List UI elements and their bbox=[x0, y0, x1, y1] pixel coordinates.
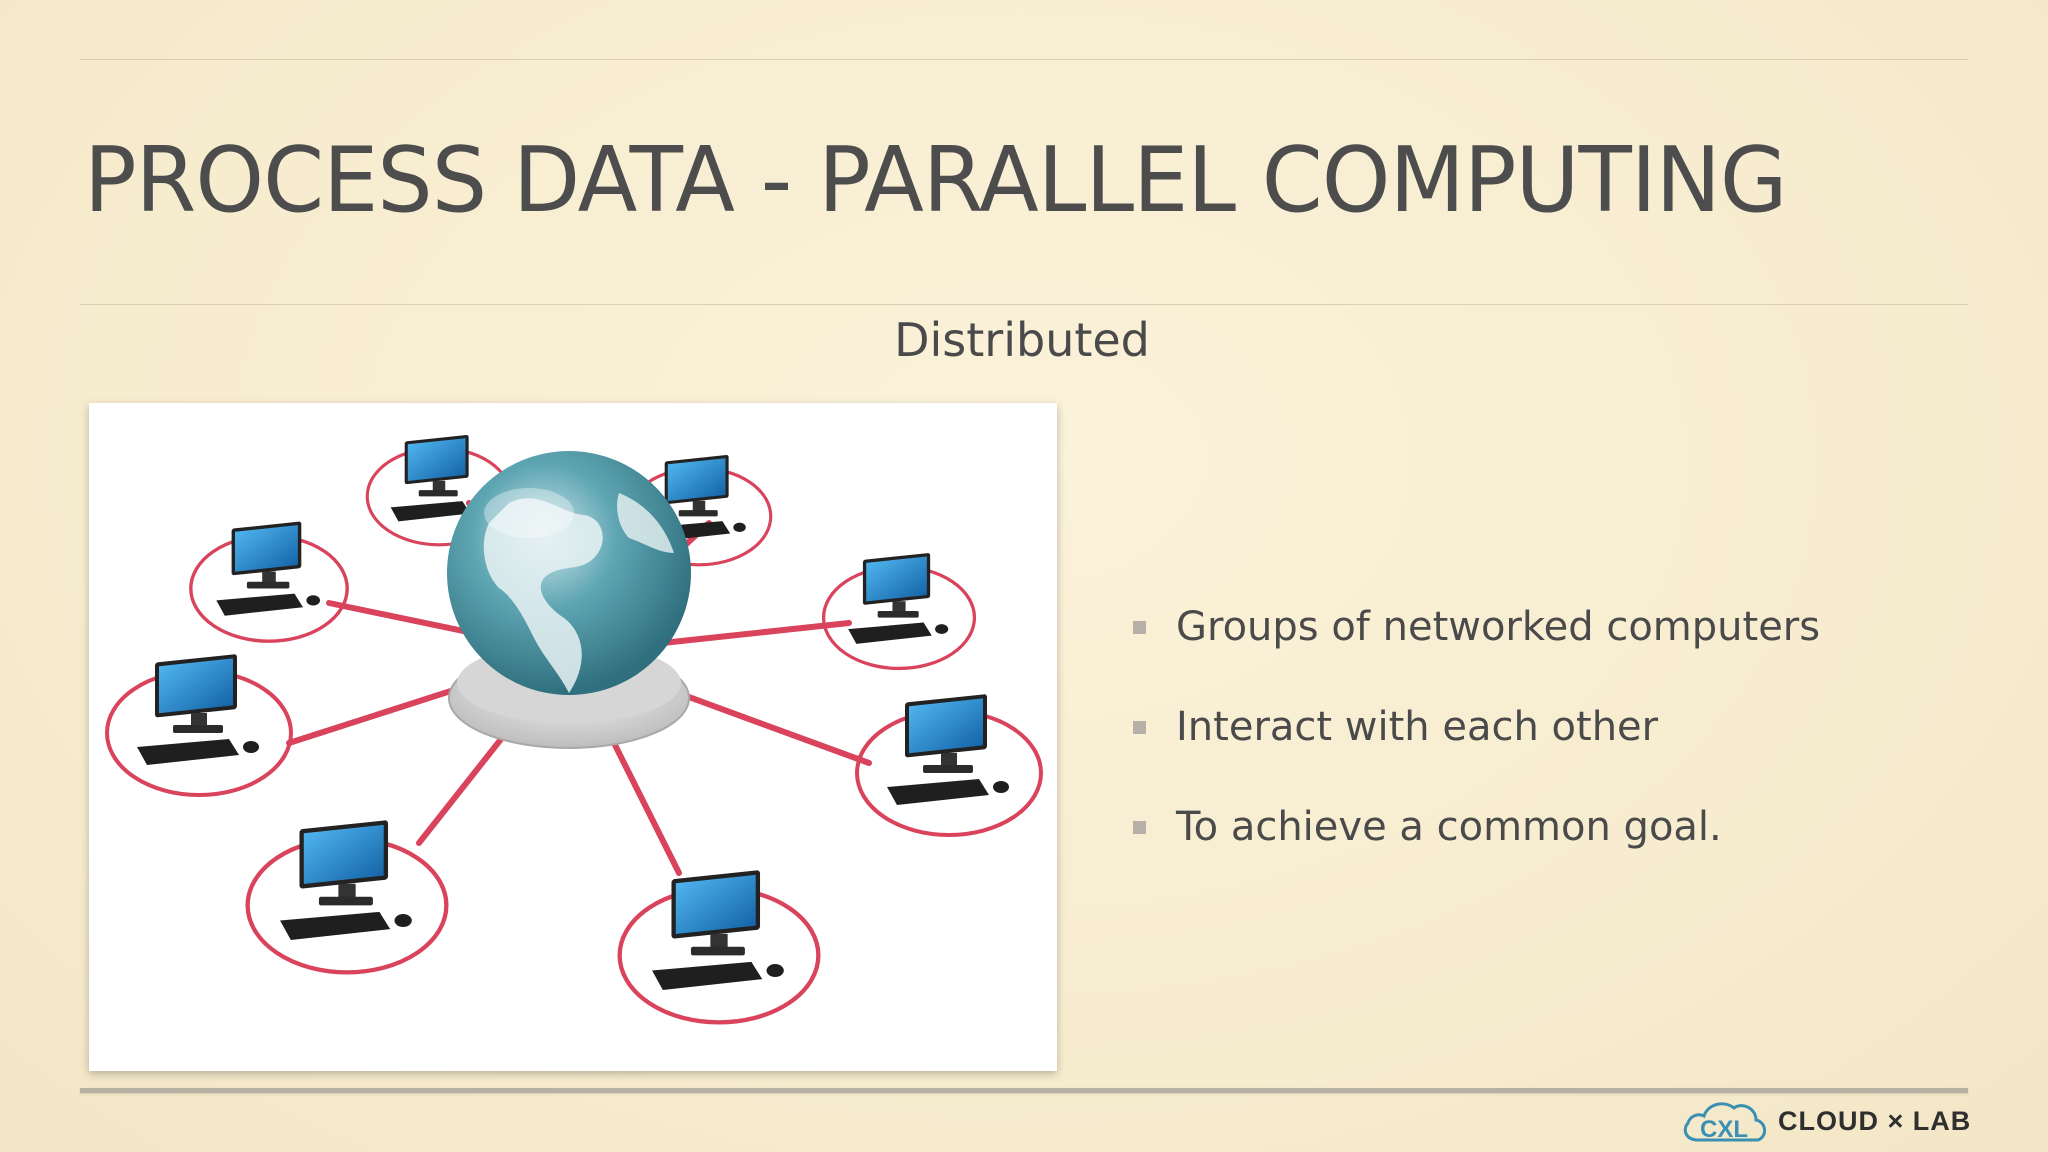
distributed-network-illustration bbox=[89, 403, 1057, 1071]
computer-icon bbox=[105, 652, 293, 797]
bullet-text: To achieve a common goal. bbox=[1176, 804, 1722, 850]
computer-icon bbox=[821, 551, 977, 671]
bullet-list: Groups of networked computers Interact w… bbox=[1132, 590, 1820, 890]
bullet-item: To achieve a common goal. bbox=[1132, 790, 1820, 890]
slide-subtitle: Distributed bbox=[0, 313, 2048, 367]
footer-divider bbox=[80, 1088, 1968, 1093]
network-diagram bbox=[105, 433, 1043, 1071]
slide-title: PROCESS DATA - PARALLEL COMPUTING bbox=[84, 128, 1788, 233]
bullet-square-icon bbox=[1133, 621, 1146, 634]
bullet-item: Groups of networked computers bbox=[1132, 590, 1820, 690]
bullet-square-icon bbox=[1133, 721, 1146, 734]
logo-mark-text: CXL bbox=[1700, 1116, 1748, 1143]
title-divider bbox=[80, 304, 1968, 305]
cloud-icon: CXL bbox=[1683, 1102, 1766, 1143]
computer-icon bbox=[189, 519, 349, 643]
computer-icon bbox=[855, 692, 1043, 837]
bullet-text: Interact with each other bbox=[1176, 704, 1659, 750]
bullet-text: Groups of networked computers bbox=[1176, 604, 1821, 650]
globe-icon bbox=[447, 451, 691, 749]
subtitle-text: Distributed bbox=[894, 313, 1150, 367]
top-divider bbox=[80, 59, 1968, 60]
logo-text: CLOUD × LAB bbox=[1778, 1105, 1972, 1136]
bullet-item: Interact with each other bbox=[1132, 690, 1820, 790]
bullet-square-icon bbox=[1133, 821, 1146, 834]
cloudxlab-logo: CXL CLOUD × LAB bbox=[1680, 1096, 1971, 1146]
computer-icon bbox=[620, 870, 819, 1022]
